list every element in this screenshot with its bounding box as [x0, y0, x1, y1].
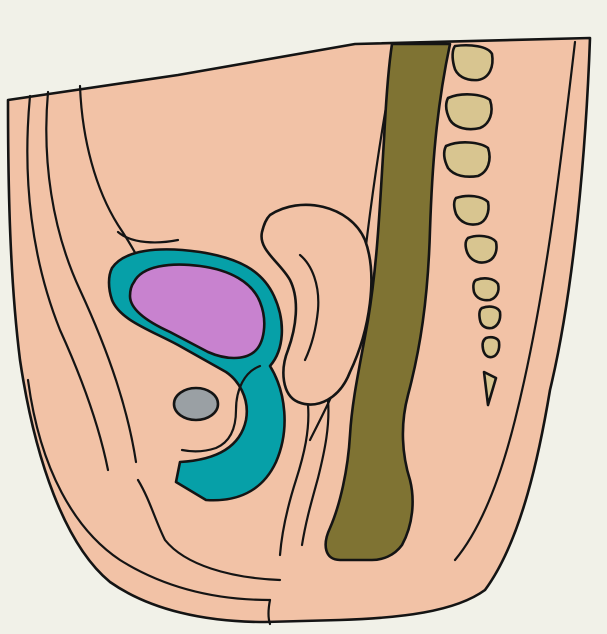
- vertebra-4: [454, 196, 488, 225]
- vertebra-8: [483, 337, 500, 357]
- vertebra-6: [473, 278, 498, 300]
- vertebra-2: [446, 94, 491, 129]
- vertebra-7: [479, 307, 500, 329]
- vertebra-1: [453, 45, 493, 80]
- vertebra-5: [466, 236, 497, 263]
- ovoid-structure: [174, 388, 218, 420]
- vertebra-3: [444, 142, 489, 176]
